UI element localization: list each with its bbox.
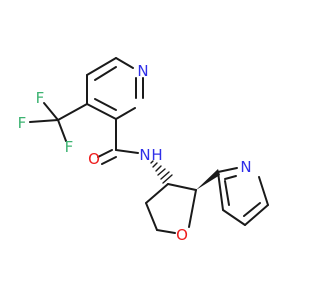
bond [86, 103, 117, 120]
atom-label-o: O [176, 226, 188, 244]
bond-double-inner [224, 175, 237, 180]
bond [217, 167, 238, 173]
bond-double-inner [94, 66, 117, 81]
bond [115, 57, 134, 69]
bond-layer [29, 57, 269, 234]
bond [244, 204, 269, 226]
bond [222, 209, 246, 226]
stereo-wedge-bond [196, 169, 220, 190]
bond [29, 119, 59, 123]
bond-double-outer [97, 149, 113, 158]
bond [188, 189, 197, 228]
atom-label-f: F [36, 89, 45, 107]
bond [167, 183, 197, 191]
bond [57, 119, 67, 142]
atom-label-o: O [88, 150, 100, 168]
bond [86, 57, 117, 76]
bond [258, 176, 269, 206]
bond-double-inner [94, 98, 117, 111]
stereo-hashed-bond [150, 160, 173, 184]
bond [115, 107, 136, 120]
atom-label-f: F [65, 138, 74, 156]
bond [115, 149, 139, 154]
atom-label-h: H [151, 146, 162, 164]
atom-label-n: N [137, 62, 148, 80]
atom-label-n: N [139, 146, 150, 164]
bond [156, 229, 176, 234]
bond [217, 171, 224, 211]
bond-double-inner [243, 202, 261, 217]
atom-label-f: F [18, 114, 27, 132]
atom-label-n: N [240, 158, 251, 176]
atom-labels: N O N H F F F N O [18, 62, 252, 244]
bond [145, 202, 158, 231]
molecule-structure-diagram: N O N H F F F N O [18, 57, 269, 244]
bond [57, 103, 88, 121]
bond-double-inner [224, 180, 230, 206]
bond [43, 102, 59, 121]
bond [145, 183, 169, 204]
bond-double-inner [101, 156, 117, 165]
